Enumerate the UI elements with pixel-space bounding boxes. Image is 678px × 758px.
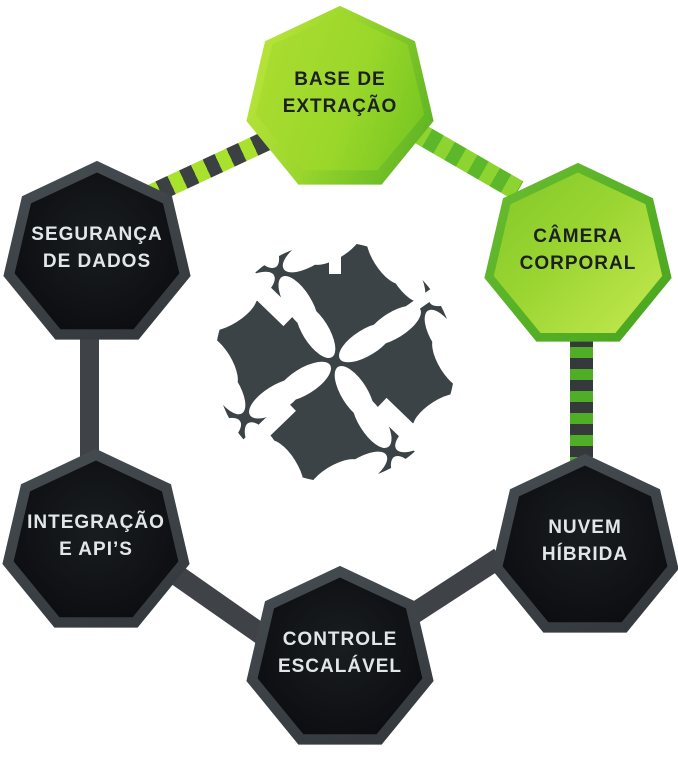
node-nuvem-hibrida: NUVEM HÍBRIDA <box>485 450 678 646</box>
node-label-line2: ESCALÁVEL <box>277 655 403 677</box>
node-label-line2: EXTRAÇÃO <box>282 95 398 117</box>
node-integracao-e-apis: INTEGRAÇÃO E API’S <box>0 445 196 641</box>
node-label-line1: NUVEM <box>548 516 622 538</box>
node-label-line2: HÍBRIDA <box>541 543 629 565</box>
node-seguranca-de-dados: SEGURANÇA DE DADOS <box>0 157 197 353</box>
node-fill <box>14 172 180 330</box>
node-label-line2: CORPORAL <box>519 252 637 274</box>
node-label: CÂMERA CORPORAL <box>478 159 678 341</box>
node-label: CONTROLE ESCALÁVEL <box>240 562 440 744</box>
node-label: SEGURANÇA DE DADOS <box>0 157 197 339</box>
node-label-line2: DE DADOS <box>42 250 152 272</box>
node-controle-escalavel: CONTROLE ESCALÁVEL <box>240 562 440 758</box>
connector-camera-nuvem-striped <box>570 336 593 464</box>
node-label-line1: SEGURANÇA <box>31 223 163 245</box>
node-label: INTEGRAÇÃO E API’S <box>0 445 196 627</box>
node-base-de-extracao: BASE DE EXTRAÇÃO <box>240 2 440 198</box>
node-fill <box>502 465 668 623</box>
node-fill <box>493 172 663 334</box>
node-camera-corporal: CÂMERA CORPORAL <box>478 159 678 355</box>
node-label-line2: E API’S <box>59 538 133 560</box>
node-fill <box>13 460 179 618</box>
node-label-line1: BASE DE <box>294 68 386 90</box>
node-label: BASE DE EXTRAÇÃO <box>240 2 440 184</box>
node-label-line1: INTEGRAÇÃO <box>27 511 165 533</box>
node-fill <box>255 13 425 171</box>
node-label-line1: CÂMERA <box>533 225 623 247</box>
node-fill <box>257 577 423 735</box>
node-label: NUVEM HÍBRIDA <box>485 450 678 632</box>
shippo-pattern-icon <box>215 242 455 482</box>
connector-seguranca-integracao-solid <box>80 328 99 460</box>
node-label-line1: CONTROLE <box>282 628 398 650</box>
